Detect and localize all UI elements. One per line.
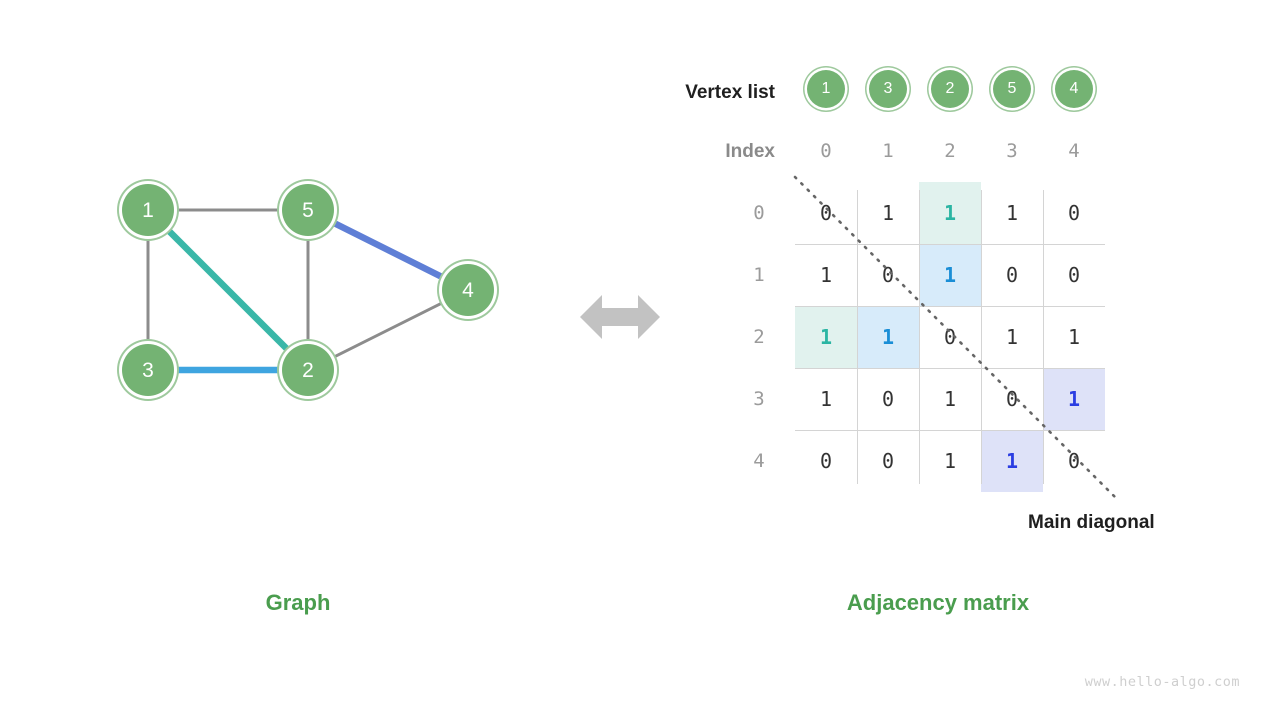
matrix-cell-0-1[interactable]: 1	[881, 201, 895, 225]
column-index-1: 1	[882, 140, 894, 162]
graph-edge-5-4	[328, 218, 448, 282]
matrix-cell-0-4[interactable]: 0	[1067, 201, 1081, 225]
matrix-cell-4-0[interactable]: 0	[819, 449, 833, 473]
vertex-list-label: Vertex list	[685, 82, 775, 103]
matrix-cell-0-3[interactable]: 1	[1005, 201, 1019, 225]
column-index-2: 2	[944, 140, 956, 162]
matrix-cell-2-2[interactable]: 0	[943, 325, 957, 349]
matrix-cell-2-0[interactable]: 1	[795, 306, 857, 368]
matrix-cell-0-0[interactable]: 0	[819, 201, 833, 225]
graph-edge-1-2	[163, 225, 293, 355]
vertex-chip-4[interactable]: 4	[1055, 70, 1093, 108]
grid-line-vertical-4	[1043, 190, 1044, 484]
row-index-1: 1	[753, 264, 765, 286]
matrix-cell-0-2[interactable]: 1	[919, 182, 981, 244]
grid-line-horizontal-1	[795, 244, 1105, 245]
graph-node-4[interactable]: 4	[442, 264, 494, 316]
graph-edge-2-4	[329, 299, 447, 361]
matrix-cell-4-1[interactable]: 0	[881, 449, 895, 473]
matrix-cell-1-3[interactable]: 0	[1005, 263, 1019, 287]
caption-adjacency-matrix: Adjacency matrix	[846, 590, 1030, 615]
matrix-cell-2-1[interactable]: 1	[857, 306, 919, 368]
matrix-cell-2-4[interactable]: 1	[1067, 325, 1081, 349]
grid-line-horizontal-4	[795, 430, 1105, 431]
matrix-cell-1-1[interactable]: 0	[881, 263, 895, 287]
graph-node-3[interactable]: 3	[122, 344, 174, 396]
matrix-cell-3-2[interactable]: 1	[943, 387, 957, 411]
matrix-cell-3-3[interactable]: 0	[1005, 387, 1019, 411]
row-index-0: 0	[753, 202, 765, 224]
column-index-4: 4	[1068, 140, 1080, 162]
watermark: www.hello-algo.com	[1084, 674, 1240, 690]
matrix-cell-3-0[interactable]: 1	[819, 387, 833, 411]
caption-graph: Graph	[265, 590, 331, 615]
index-label: Index	[725, 141, 775, 162]
matrix-cell-4-2[interactable]: 1	[943, 449, 957, 473]
matrix-cell-1-2[interactable]: 1	[919, 244, 981, 306]
graph-node-1[interactable]: 1	[122, 184, 174, 236]
matrix-cell-3-1[interactable]: 0	[881, 387, 895, 411]
graph-node-5[interactable]: 5	[282, 184, 334, 236]
graph-edges-svg	[146, 208, 448, 374]
column-index-0: 0	[820, 140, 832, 162]
graph-node-2[interactable]: 2	[282, 344, 334, 396]
grid-line-vertical-3	[981, 190, 982, 484]
matrix-cell-2-3[interactable]: 1	[1005, 325, 1019, 349]
vertex-chip-3[interactable]: 5	[993, 70, 1031, 108]
row-index-2: 2	[753, 326, 765, 348]
matrix-cell-4-4[interactable]: 0	[1067, 449, 1081, 473]
grid-line-horizontal-2	[795, 306, 1105, 307]
grid-line-horizontal-3	[795, 368, 1105, 369]
matrix-cell-4-3[interactable]: 1	[981, 430, 1043, 492]
row-index-4: 4	[753, 450, 765, 472]
column-index-3: 3	[1006, 140, 1018, 162]
vertex-chip-2[interactable]: 2	[931, 70, 969, 108]
row-index-3: 3	[753, 388, 765, 410]
grid-line-vertical-2	[919, 190, 920, 484]
matrix-cell-1-0[interactable]: 1	[819, 263, 833, 287]
bidirectional-arrow-icon	[580, 295, 660, 339]
graph-panel: 1 5 4 3 2	[60, 170, 540, 450]
main-diagonal-label: Main diagonal	[1028, 512, 1155, 533]
matrix-cell-3-4[interactable]: 1	[1043, 368, 1105, 430]
vertex-chip-0[interactable]: 1	[807, 70, 845, 108]
grid-line-vertical-1	[857, 190, 858, 484]
matrix-cell-1-4[interactable]: 0	[1067, 263, 1081, 287]
vertex-chip-1[interactable]: 3	[869, 70, 907, 108]
